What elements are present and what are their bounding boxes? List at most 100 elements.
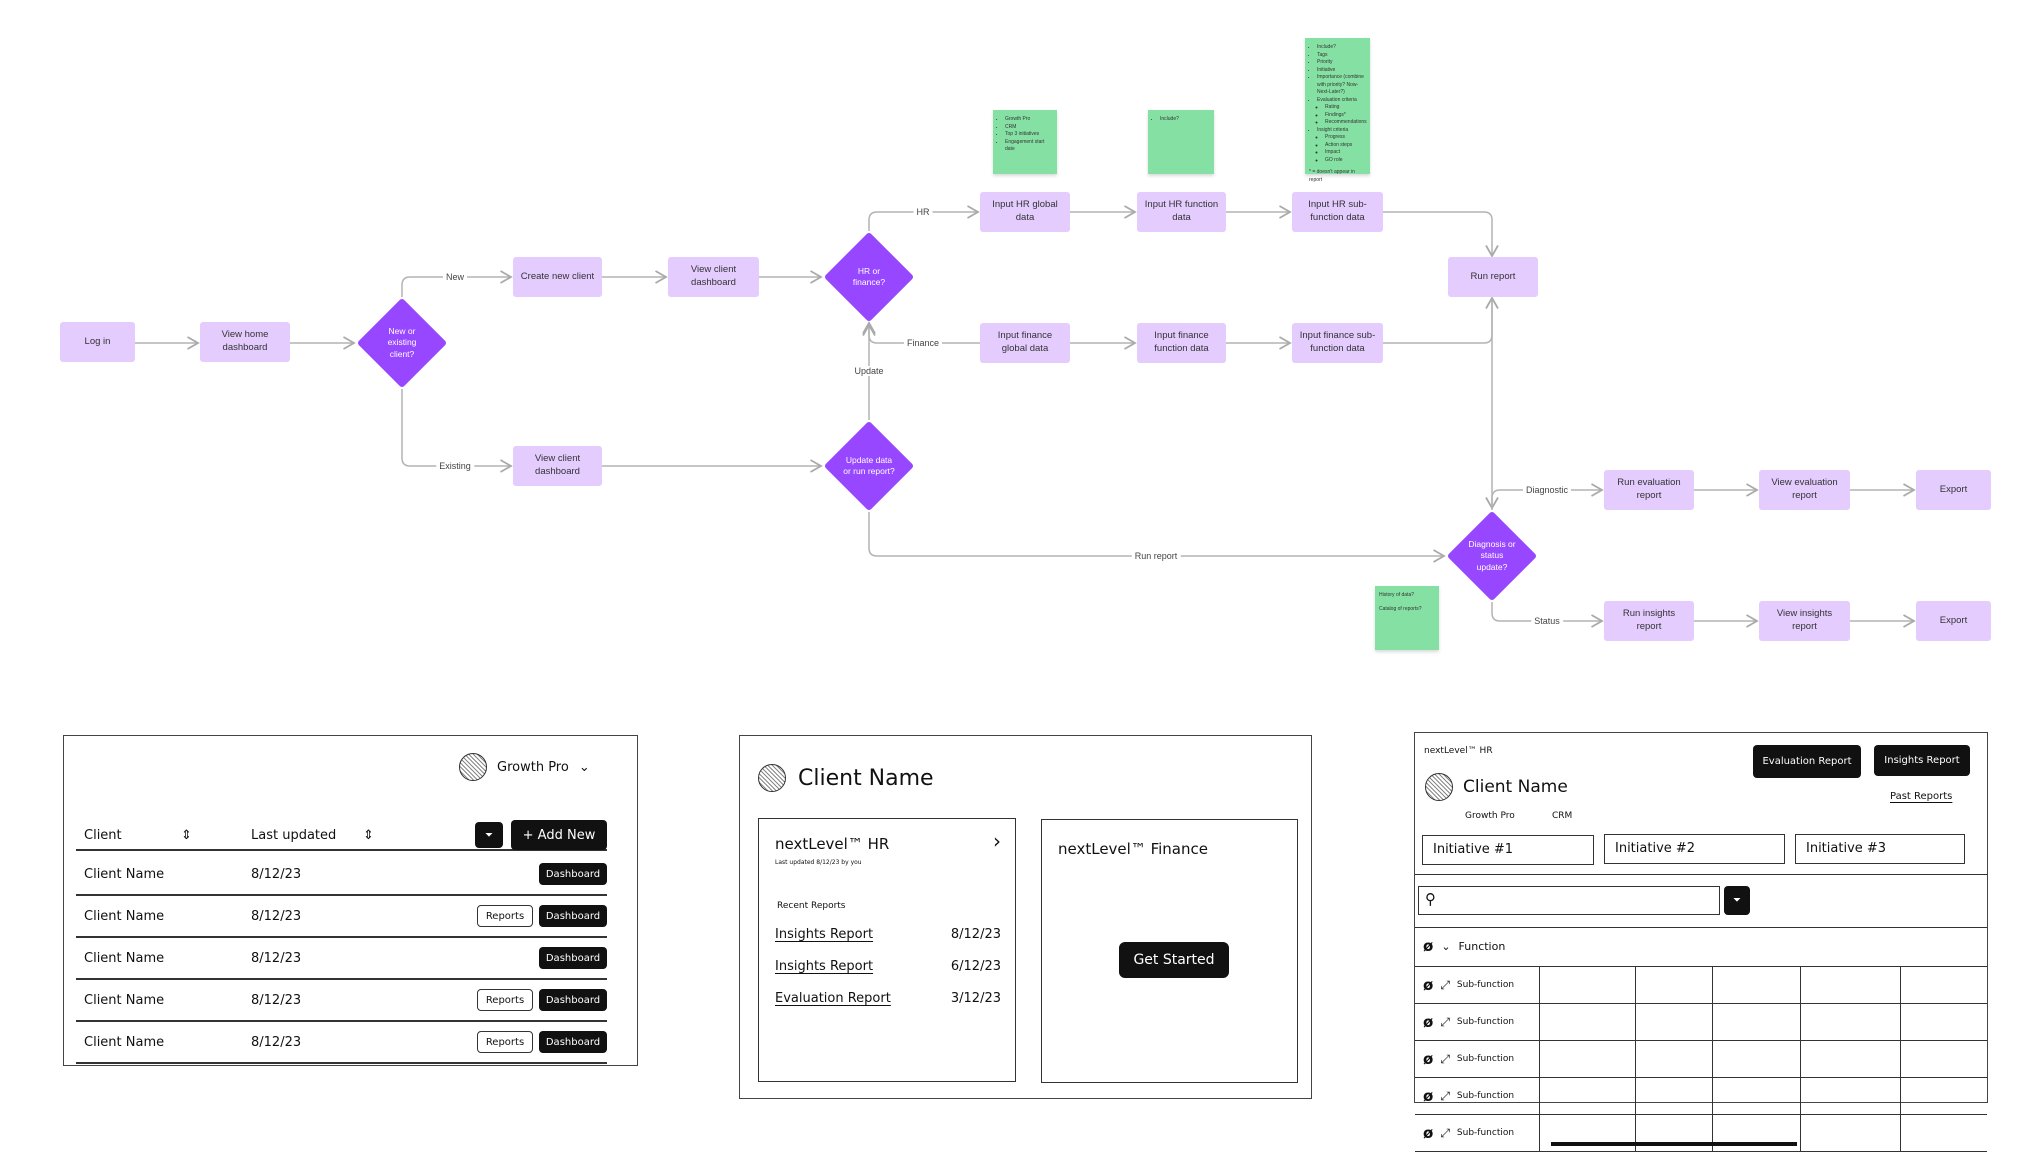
product-name: nextLevel™ HR [1424, 746, 1493, 756]
edge-label-run-report: Run report [1131, 551, 1181, 561]
table-row: Client Name 8/12/23 Reports Dashboard [76, 1022, 607, 1064]
grid-cell-divider [1712, 1115, 1713, 1151]
table-header: Client ⇕ Last updated ⇕ ⏷ + Add New [76, 820, 607, 851]
sort-icon[interactable]: ⇕ [363, 827, 374, 843]
hr-card[interactable]: nextLevel™ HR › Last updated 8/12/23 by … [758, 818, 1016, 1082]
grid-cell-divider [1800, 1041, 1801, 1077]
subfunction-row: ø⤢Sub-function [1415, 967, 1987, 1004]
report-link[interactable]: Insights Report [775, 927, 874, 942]
wireframe-hr-data: nextLevel™ HR Evaluation Report Insights… [1414, 732, 1988, 1152]
filter-icon: ⏷ [485, 829, 493, 841]
node-create-client: Create new client [513, 257, 602, 297]
node-fin-function: Input finance function data [1137, 323, 1226, 363]
chevron-down-icon[interactable]: ⌄ [1441, 939, 1451, 953]
grid-cell-divider [1635, 1115, 1636, 1151]
note-item: Insight criteriaProgressAction stepsImpa… [1317, 127, 1366, 165]
client-name[interactable]: Client Name [84, 950, 165, 966]
search-input[interactable]: ⚲ [1418, 886, 1720, 915]
chevron-right-icon[interactable]: › [993, 829, 1001, 853]
client-name[interactable]: Client Name [84, 908, 165, 924]
table-row: Client Name 8/12/23 Reports Dashboard [76, 896, 607, 938]
note-item: History of data? [1379, 592, 1415, 598]
table-row: Client Name 8/12/23 Reports Dashboard [76, 980, 607, 1022]
table-row: Client Name 8/12/23 Dashboard [76, 854, 607, 896]
dashboard-button[interactable]: Dashboard [539, 989, 607, 1011]
node-fin-sub: Input finance sub-function data [1292, 323, 1383, 363]
expand-icon[interactable]: ⤢ [1440, 1088, 1450, 1103]
account-menu[interactable]: Growth Pro ⌄ [459, 753, 590, 781]
note-item: Evaluation criteriaRatingFindings*Recomm… [1317, 97, 1367, 127]
initiative-2[interactable]: Initiative #2 [1604, 834, 1785, 864]
hide-icon[interactable]: ø [1423, 976, 1434, 994]
grid-cell-divider [1635, 1041, 1636, 1077]
client-name[interactable]: Client Name [84, 1034, 165, 1050]
last-updated-date: 8/12/23 [251, 1034, 302, 1050]
reports-button[interactable]: Reports [477, 1031, 533, 1053]
client-name[interactable]: Client Name [84, 992, 165, 1008]
hide-icon[interactable]: ø [1423, 1124, 1434, 1142]
filter-button[interactable]: ⏷ [475, 822, 503, 848]
reports-button[interactable]: Reports [477, 905, 533, 927]
node-view-client-bottom: View client dashboard [513, 446, 602, 486]
edge-label-diagnostic: Diagnostic [1522, 485, 1572, 495]
decision-label: Diagnosis or status update? [1468, 538, 1516, 572]
function-row[interactable]: ø⌄Function [1423, 937, 1505, 955]
expand-icon[interactable]: ⤢ [1440, 977, 1450, 992]
expand-icon[interactable]: ⤢ [1440, 1014, 1450, 1029]
expand-icon[interactable]: ⤢ [1440, 1051, 1450, 1066]
filter-icon: ⏷ [1733, 895, 1741, 906]
insights-report-button[interactable]: Insights Report [1874, 745, 1970, 776]
last-updated: Last updated 8/12/23 by you [775, 859, 862, 866]
note-item: Importance (combine with priority? Now-N… [1317, 74, 1366, 97]
initiative-1[interactable]: Initiative #1 [1422, 835, 1594, 865]
past-reports-link[interactable]: Past Reports [1890, 791, 1953, 802]
initiative-3[interactable]: Initiative #3 [1795, 834, 1965, 864]
tag-growth-pro: Growth Pro [1465, 811, 1515, 821]
hide-icon[interactable]: ø [1423, 1013, 1434, 1031]
hide-icon[interactable]: ø [1423, 937, 1434, 955]
progress-bar [1551, 1142, 1797, 1146]
subfunction-label: Sub-function [1456, 1054, 1515, 1064]
report-date: 6/12/23 [950, 959, 1001, 974]
sticky-note-history: History of data?Catalog of reports? [1375, 586, 1439, 650]
sticky-note-function: Include? [1148, 110, 1214, 174]
avatar [459, 753, 487, 781]
report-link[interactable]: Insights Report [775, 959, 874, 974]
filter-button[interactable]: ⏷ [1724, 886, 1750, 915]
sort-icon[interactable]: ⇕ [181, 827, 192, 843]
avatar [1425, 773, 1453, 801]
grid-cell-divider [1539, 1041, 1540, 1077]
evaluation-report-button[interactable]: Evaluation Report [1753, 745, 1861, 778]
grid-cell-divider [1712, 967, 1713, 1003]
dashboard-button[interactable]: Dashboard [539, 905, 607, 927]
wireframe-client-list: Growth Pro ⌄ Client ⇕ Last updated ⇕ ⏷ +… [63, 735, 638, 1066]
col-last-updated[interactable]: Last updated [251, 827, 337, 843]
edge-label-existing: Existing [436, 461, 474, 471]
dashboard-button[interactable]: Dashboard [539, 1031, 607, 1053]
note-footnote: * = doesn't appear in report [1309, 169, 1355, 183]
client-name: Client Name [798, 765, 934, 791]
client-name[interactable]: Client Name [84, 866, 165, 882]
grid-cell-divider [1539, 1115, 1540, 1151]
hide-icon[interactable]: ø [1423, 1050, 1434, 1068]
decision-label: Update data or run report? [843, 454, 895, 476]
grid-cell-divider [1539, 1004, 1540, 1040]
add-new-button[interactable]: + Add New [511, 820, 607, 850]
finance-card-title: nextLevel™ Finance [1058, 840, 1208, 858]
reports-button[interactable]: Reports [477, 989, 533, 1011]
node-export-insights: Export [1916, 601, 1991, 641]
node-run-insights: Run insights report [1604, 601, 1694, 641]
report-link[interactable]: Evaluation Report [775, 991, 891, 1006]
grid-cell-divider [1539, 967, 1540, 1003]
node-fin-global: Input finance global data [980, 323, 1070, 363]
hide-icon[interactable]: ø [1423, 1087, 1434, 1105]
get-started-button[interactable]: Get Started [1119, 942, 1229, 978]
dashboard-button[interactable]: Dashboard [539, 947, 607, 969]
dashboard-button[interactable]: Dashboard [539, 863, 607, 885]
expand-icon[interactable]: ⤢ [1440, 1125, 1450, 1140]
finance-card: nextLevel™ Finance Get Started [1041, 819, 1298, 1083]
recent-report-item: Insights Report 6/12/23 [775, 959, 1001, 991]
report-date: 3/12/23 [950, 991, 1001, 1006]
col-client[interactable]: Client [84, 827, 122, 843]
grid-cell-divider [1900, 967, 1901, 1003]
